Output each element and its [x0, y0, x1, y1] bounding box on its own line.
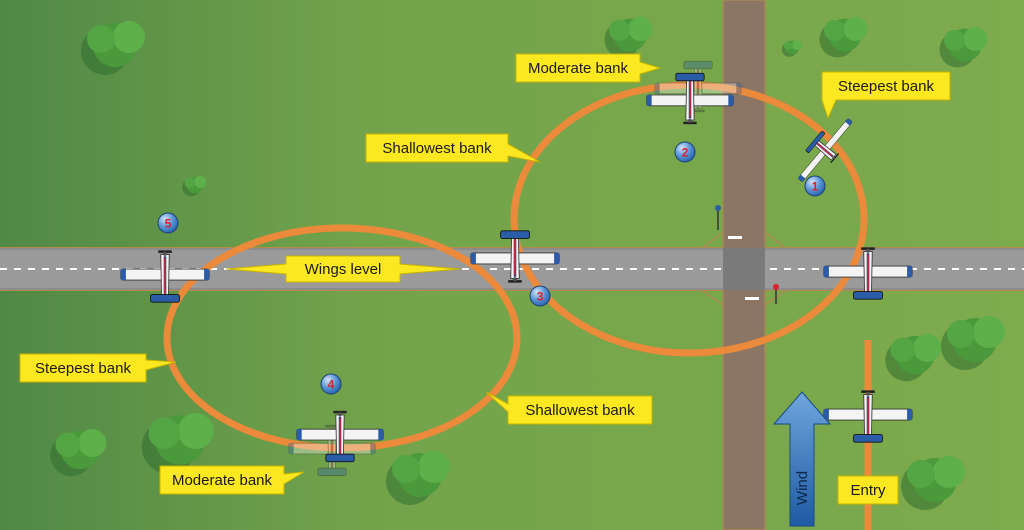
svg-text:1: 1	[812, 180, 819, 194]
position-badge-5: 5	[157, 212, 179, 234]
svg-text:Shallowest bank: Shallowest bank	[525, 402, 635, 419]
position-badge-1: 1	[804, 175, 826, 197]
road-sign-icon	[715, 205, 779, 304]
svg-text:Steepest bank: Steepest bank	[35, 360, 131, 377]
svg-text:4: 4	[328, 378, 335, 392]
label-moderate-bank-bottom: Moderate bank	[159, 465, 305, 495]
svg-text:2: 2	[682, 146, 689, 160]
svg-text:3: 3	[537, 290, 544, 304]
label-steepest-bank-left: Steepest bank	[19, 353, 177, 383]
svg-text:Steepest bank: Steepest bank	[838, 78, 934, 95]
position-badge-2: 2	[674, 141, 696, 163]
position-badge-3: 3	[529, 285, 551, 307]
svg-text:5: 5	[165, 217, 172, 231]
wind-arrow-icon: Wind	[772, 391, 832, 527]
svg-text:Wings level: Wings level	[305, 261, 382, 278]
label-wings-level: Wings level	[225, 255, 461, 283]
svg-text:Moderate bank: Moderate bank	[528, 60, 629, 77]
label-entry: Entry	[837, 475, 899, 505]
label-moderate-bank-top: Moderate bank	[515, 53, 662, 83]
label-shallowest-bank-bottom: Shallowest bank	[485, 391, 653, 425]
label-shallowest-bank-top: Shallowest bank	[365, 133, 541, 163]
wind-label: Wind	[794, 471, 811, 505]
svg-text:Entry: Entry	[850, 482, 886, 499]
position-badge-4: 4	[320, 373, 342, 395]
label-steepest-bank-right: Steepest bank	[821, 71, 951, 120]
svg-text:Moderate bank: Moderate bank	[172, 472, 273, 489]
svg-text:Shallowest bank: Shallowest bank	[382, 140, 492, 157]
